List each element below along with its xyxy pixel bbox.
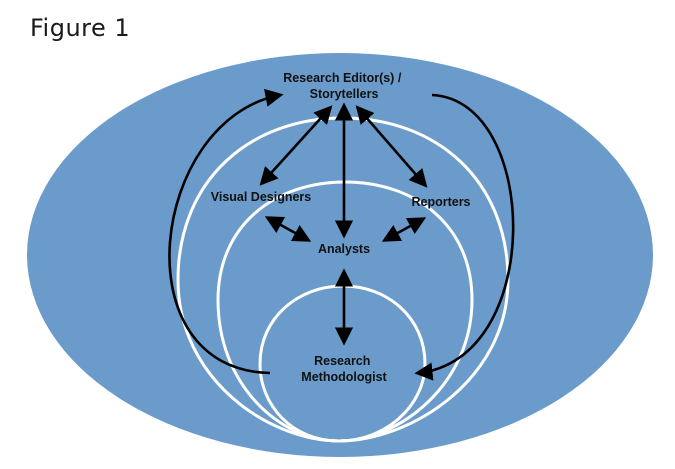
node-research-editor: Research Editor(s) / Storytellers <box>283 71 405 101</box>
node-research-methodologist-line2: Methodologist <box>301 370 387 384</box>
node-reporters: Reporters <box>411 195 470 209</box>
figure-title: Figure 1 <box>30 14 131 42</box>
node-visual-designers: Visual Designers <box>211 190 312 204</box>
node-research-methodologist: Research Methodologist <box>301 354 387 384</box>
arrow-editor-reporters <box>355 105 428 188</box>
arrow-methodologist-to-editor <box>168 88 284 375</box>
team-ellipse <box>27 53 653 457</box>
node-analysts: Analysts <box>318 242 370 256</box>
node-research-editor-line1: Research Editor(s) / <box>283 71 402 85</box>
node-research-methodologist-line1: Research <box>314 354 370 368</box>
arrow-visual-designers-analysts <box>264 216 312 242</box>
node-research-editor-line2: Storytellers <box>310 87 379 101</box>
arrow-editor-to-methodologist <box>414 93 515 381</box>
arrow-editor-visual-designers <box>259 105 333 186</box>
arrow-reporters-analysts <box>381 217 427 242</box>
